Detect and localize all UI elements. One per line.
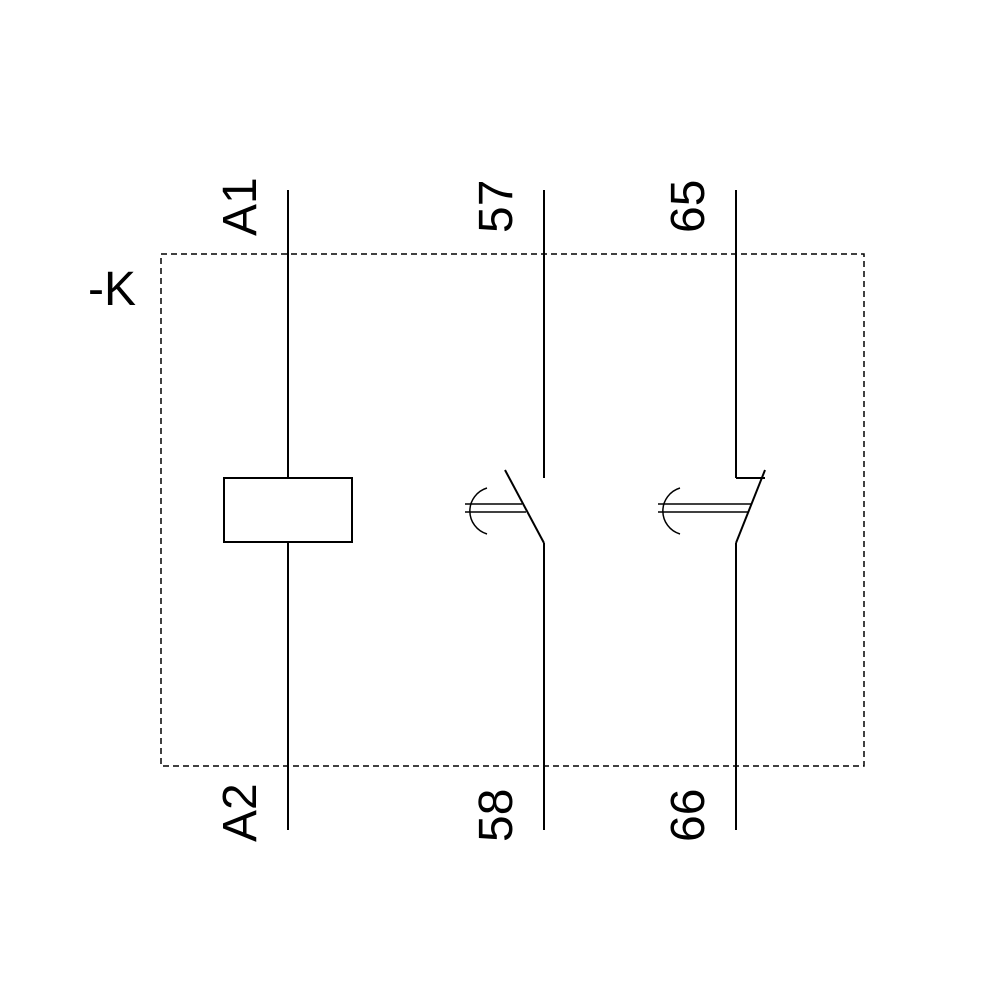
contact1-blade (504, 469, 545, 544)
contact1-delay-arc (469, 487, 488, 535)
terminal-label-57: 57 (470, 180, 523, 233)
device-boundary (160, 253, 865, 767)
terminal-label-66: 66 (662, 789, 715, 842)
terminal-label-a2: A2 (214, 783, 267, 842)
coil-symbol (223, 477, 353, 543)
contact-57-58: 57 58 (465, 180, 545, 842)
device-designation: -K (88, 263, 136, 316)
terminal-label-a1: A1 (214, 177, 267, 236)
contact2-delay-arc (662, 487, 681, 535)
terminal-label-58: 58 (470, 789, 523, 842)
contact2-blade (735, 469, 766, 544)
contact-65-66: 65 66 (658, 180, 766, 842)
coil: A1 A2 (214, 177, 353, 842)
terminal-label-65: 65 (662, 180, 715, 233)
